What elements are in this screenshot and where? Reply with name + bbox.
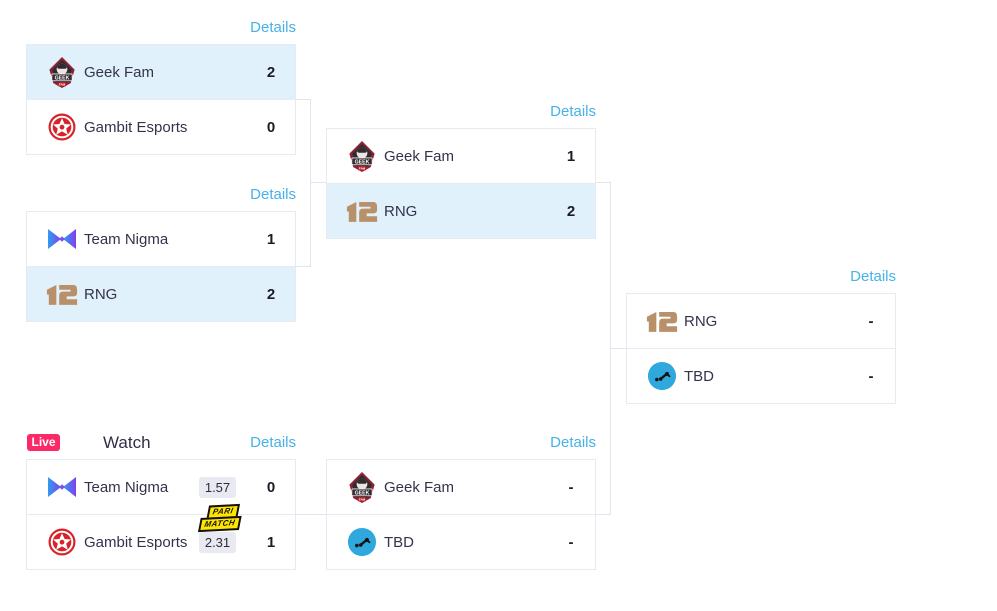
svg-text:FAM: FAM	[59, 82, 66, 86]
bracket-connector	[296, 266, 310, 267]
svg-text:GEEK: GEEK	[355, 490, 370, 496]
team-score: 1	[266, 230, 276, 248]
match-header: Details	[26, 185, 296, 211]
match-header: Details	[326, 102, 596, 128]
team-row: RNG 2	[27, 267, 295, 321]
svg-text:GEEK: GEEK	[355, 159, 370, 165]
team-name: TBD	[384, 533, 414, 551]
match-header: Details	[326, 433, 596, 459]
watch-link[interactable]: Watch	[103, 433, 151, 452]
team-name: RNG	[684, 312, 718, 330]
team-score: 2	[266, 63, 276, 81]
details-link[interactable]: Details	[250, 19, 296, 36]
odds-badge[interactable]: 1.57	[199, 476, 236, 498]
tbd-logo	[645, 356, 679, 396]
team-name: Geek Fam	[384, 147, 455, 165]
team-name: Gambit Esports	[84, 533, 188, 551]
team-row: TBD -	[627, 349, 895, 403]
match-header: Live Watch Details	[26, 433, 296, 459]
team-row: RNG 2	[327, 184, 595, 238]
svg-text:FAM: FAM	[359, 497, 366, 501]
gambit-esports-logo	[45, 107, 79, 147]
match-card: RNG - TBD -	[626, 293, 896, 404]
gambit-esports-logo	[45, 522, 79, 562]
team-row: TBD -	[327, 515, 595, 569]
match-header: Details	[626, 267, 896, 293]
bracket-connector	[596, 182, 610, 183]
team-score: -	[868, 312, 874, 330]
team-score: 2	[566, 202, 576, 220]
rng-logo	[345, 191, 379, 231]
team-row: Gambit Esports 2.31 1	[27, 515, 295, 569]
team-name: RNG	[84, 285, 118, 303]
match-card: Team Nigma 1 RNG 2	[26, 211, 296, 322]
team-name: TBD	[684, 367, 714, 385]
team-name: Gambit Esports	[84, 118, 188, 136]
team-name: Geek Fam	[384, 478, 455, 496]
svg-text:FAM: FAM	[359, 166, 366, 170]
team-row: Team Nigma 1.57 0	[27, 460, 295, 515]
odds-badge[interactable]: 2.31	[199, 531, 236, 553]
details-link[interactable]: Details	[250, 434, 296, 451]
team-name: Geek Fam	[84, 63, 155, 81]
team-row: Team Nigma 1	[27, 212, 295, 267]
team-name: Team Nigma	[84, 230, 169, 248]
team-score: -	[568, 533, 574, 551]
team-score: 1	[566, 147, 576, 165]
team-name: RNG	[384, 202, 418, 220]
match-upper-semifinal-2: Details Team Nigma 1 RNG 2	[26, 185, 296, 322]
tbd-logo	[345, 522, 379, 562]
parimatch-logo[interactable]: PARI MATCH	[197, 503, 242, 533]
rng-logo	[645, 301, 679, 341]
team-score: 0	[266, 118, 276, 136]
parimatch-logo-line2: MATCH	[197, 515, 242, 533]
team-nigma-logo	[45, 219, 79, 259]
match-card: Team Nigma 1.57 0 Gambit Esports 2.31 1 …	[26, 459, 296, 570]
match-live: Live Watch Details Team Nigma 1.57 0 Gam…	[26, 433, 296, 570]
team-score: 1	[266, 533, 276, 551]
team-nigma-logo	[45, 467, 79, 507]
match-header: Details	[26, 18, 296, 44]
bracket-connector	[296, 514, 326, 515]
details-link[interactable]: Details	[550, 103, 596, 120]
team-score: -	[568, 478, 574, 496]
details-link[interactable]: Details	[850, 268, 896, 285]
team-row: RNG -	[627, 294, 895, 349]
match-grand-final: Details RNG - TBD -	[626, 267, 896, 404]
details-link[interactable]: Details	[550, 434, 596, 451]
rng-logo	[45, 274, 79, 314]
team-score: 2	[266, 285, 276, 303]
bracket-connector	[310, 182, 326, 183]
team-name: Team Nigma	[84, 478, 169, 496]
team-row: Gambit Esports 0	[27, 100, 295, 154]
svg-text:GEEK: GEEK	[55, 75, 70, 81]
bracket-connector	[610, 348, 626, 349]
bracket-connector	[310, 99, 311, 267]
team-score: -	[868, 367, 874, 385]
bracket-connector	[296, 99, 310, 100]
live-badge: Live	[27, 434, 60, 451]
bracket-connector	[596, 514, 610, 515]
details-link[interactable]: Details	[250, 186, 296, 203]
team-score: 0	[266, 478, 276, 496]
